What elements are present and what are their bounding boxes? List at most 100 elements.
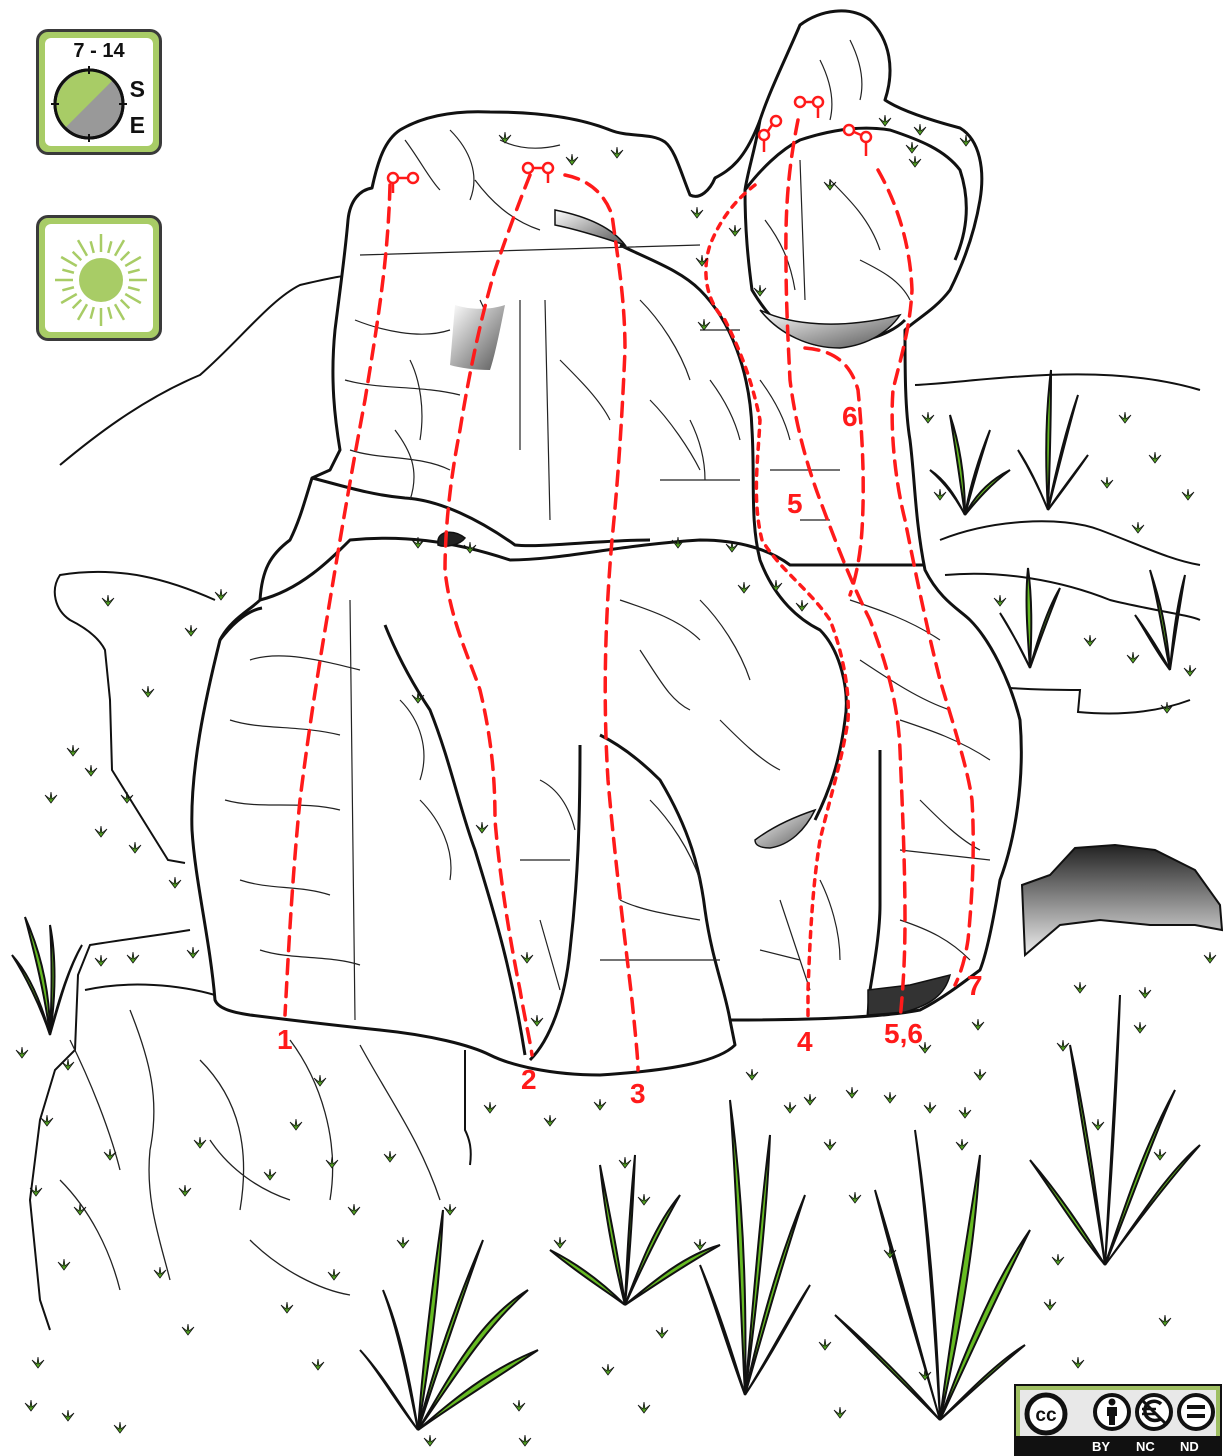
sun-ray	[61, 257, 77, 266]
grass-sprig	[619, 1157, 631, 1168]
lower-slab	[60, 1010, 440, 1295]
sun-ray	[121, 300, 129, 308]
grass-sprig	[45, 792, 57, 803]
grass-sprig	[1072, 1357, 1084, 1368]
grass-tuft	[550, 1155, 720, 1305]
grass-sprig	[1154, 1149, 1166, 1160]
noncommercial-euro-icon	[1137, 1395, 1171, 1429]
grass-sprig	[959, 1107, 971, 1118]
sun-ray	[108, 307, 111, 319]
grass-sprig	[484, 1102, 496, 1113]
grass-sprig	[1092, 1119, 1104, 1130]
route-label-5-6: 5,6	[884, 1020, 923, 1048]
grass-sprig	[784, 1102, 796, 1113]
grass-sprig	[819, 1339, 831, 1350]
grass-sprig	[102, 595, 114, 606]
grass-sprig	[67, 745, 79, 756]
grass-sprig	[1139, 987, 1151, 998]
grass-sprig	[41, 1115, 53, 1126]
grass-sprig	[32, 1357, 44, 1368]
grass-sprig	[924, 1102, 936, 1113]
grass-sprig	[656, 1327, 668, 1338]
license-icon-row: cc	[1020, 1390, 1216, 1436]
route-label-3: 3	[630, 1080, 646, 1108]
grass-sprig	[746, 1069, 758, 1080]
grass-sprig	[1074, 982, 1086, 993]
grass-sprig	[1132, 522, 1144, 533]
sun-ray	[108, 241, 111, 253]
sun-ray	[115, 304, 124, 320]
license-terms-bar: BY NC ND	[1016, 1436, 1220, 1456]
grass-sprig	[348, 1204, 360, 1215]
sun-icon	[49, 228, 153, 332]
sun-badge-inner	[45, 224, 153, 332]
grass-sprig	[849, 1192, 861, 1203]
grass-sprig	[554, 1237, 566, 1248]
exposure-badge: 7 - 14 S E	[36, 29, 162, 155]
grass-tuft	[930, 415, 1010, 515]
grass-sprig	[25, 1400, 37, 1411]
grass-sprig	[1149, 452, 1161, 463]
sun-ray	[62, 270, 74, 273]
route-label-4: 4	[797, 1028, 813, 1056]
grass-sprig	[638, 1194, 650, 1205]
route-label-1: 1	[277, 1026, 293, 1054]
grass-sprig	[1204, 952, 1216, 963]
grass-sprig	[972, 1019, 984, 1030]
grass-sprig	[127, 952, 139, 963]
route-label-6: 6	[842, 403, 858, 431]
sun-ray	[128, 270, 140, 273]
grass-sprig	[513, 1400, 525, 1411]
grass-sprig	[85, 765, 97, 776]
grass-sprig	[974, 1069, 986, 1080]
attribution-icon	[1095, 1395, 1129, 1429]
grass-sprig	[424, 1435, 436, 1446]
sun-badge	[36, 215, 162, 341]
sun-ray	[125, 257, 141, 266]
license-badge: cc BY NC ND	[1014, 1384, 1222, 1456]
license-term-nc: NC	[1136, 1439, 1155, 1454]
grass-sprig	[834, 1407, 846, 1418]
grass-sprig	[154, 1267, 166, 1278]
grass-sprig	[1044, 1299, 1056, 1310]
grass-sprig	[804, 1094, 816, 1105]
grass-sprig	[1134, 1022, 1146, 1033]
sun-ray	[73, 300, 81, 308]
grass-sprig	[1119, 412, 1131, 423]
grass-sprig	[215, 589, 227, 600]
sun-ray	[61, 294, 77, 303]
grass-sprig	[994, 595, 1006, 606]
grass-sprig	[187, 947, 199, 958]
grass-sprig	[114, 1422, 126, 1433]
sun-ray	[73, 252, 81, 260]
grass-tuft	[1135, 570, 1185, 670]
grass-sprig	[129, 842, 141, 853]
exposure-badge-inner: 7 - 14 S E	[45, 38, 153, 146]
grass-sprig	[185, 625, 197, 636]
grass-sprig	[884, 1092, 896, 1103]
grass-sprig	[519, 1435, 531, 1446]
grass-tuft	[1030, 995, 1200, 1265]
grass-sprig	[95, 826, 107, 837]
grass-sprig	[1127, 652, 1139, 663]
grass-sprig	[384, 1151, 396, 1162]
sun-ray	[62, 287, 74, 290]
grass-sprig	[934, 489, 946, 500]
grass-sprig	[1182, 489, 1194, 500]
sun-ray	[121, 252, 129, 260]
grass-tuft	[835, 1130, 1030, 1420]
license-term-nd: ND	[1180, 1439, 1199, 1454]
cc-icon: cc	[1027, 1395, 1065, 1433]
route-label-2: 2	[521, 1066, 537, 1094]
grass-tuft	[1018, 370, 1088, 510]
grass-sprig	[58, 1259, 70, 1270]
grass-sprig	[169, 877, 181, 888]
grass-sprig	[328, 1269, 340, 1280]
license-icons: cc	[1020, 1390, 1216, 1436]
sun-ray	[128, 287, 140, 290]
grass-sprig	[281, 1302, 293, 1313]
grass-sprig	[290, 1119, 302, 1130]
route-label-5: 5	[787, 490, 803, 518]
grass-sprig	[1057, 1040, 1069, 1051]
sun-ray	[78, 240, 87, 256]
